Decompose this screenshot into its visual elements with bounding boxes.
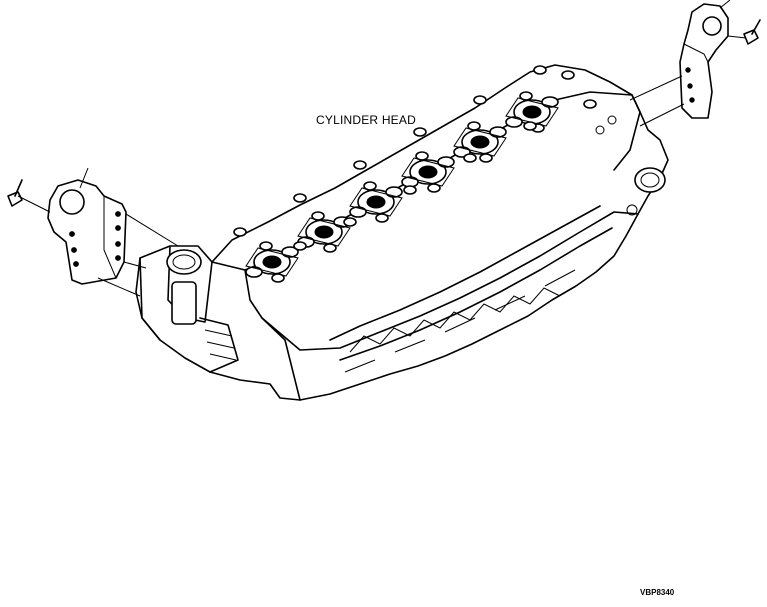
bolt-boss <box>293 193 307 203</box>
alignment-lines-right <box>629 75 685 127</box>
alignment-lines-left <box>97 213 179 297</box>
valve-clusters <box>245 91 559 283</box>
bolt-boss <box>233 227 247 237</box>
bolt-icon <box>727 19 761 45</box>
bolt-boss <box>523 121 537 131</box>
left-lifting-bracket <box>47 167 127 285</box>
cylinder-head-label: CYLINDER HEAD <box>316 113 416 127</box>
cylinder-head <box>135 64 669 401</box>
valve-cluster <box>401 151 455 193</box>
bolt-boss <box>403 185 417 195</box>
bolt-boss <box>353 160 367 170</box>
bolt-boss <box>533 65 547 75</box>
valve-cluster <box>349 181 403 223</box>
bolt-boss <box>561 70 575 80</box>
valve-cluster <box>245 241 299 283</box>
head-bolt-bosses <box>233 65 597 251</box>
valve-cluster <box>453 121 507 163</box>
figure-id-label: VBP8340 <box>640 588 675 597</box>
right-lifting-bracket <box>679 0 731 119</box>
bolt-boss <box>473 95 487 105</box>
bolt-icon <box>7 179 51 213</box>
bolt-boss <box>463 153 477 163</box>
bolt-boss <box>413 127 427 137</box>
bolt-boss <box>583 99 597 109</box>
valve-cluster <box>505 91 559 133</box>
bolt-boss <box>343 217 357 227</box>
bolt-boss <box>293 241 307 251</box>
